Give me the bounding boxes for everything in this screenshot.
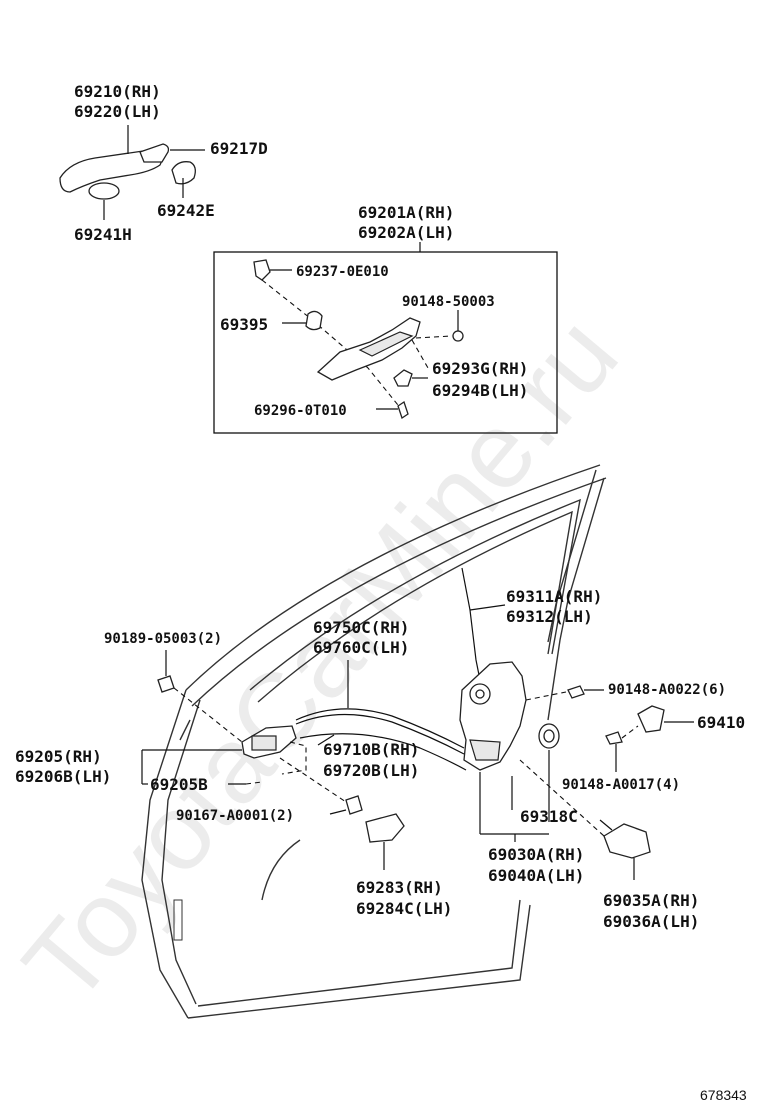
label-69241h: 69241H xyxy=(74,225,132,244)
label-69296: 69296-0T010 xyxy=(254,403,347,419)
label-90148-a0022: 90148-A0022(6) xyxy=(608,682,726,698)
lock-and-cables xyxy=(141,567,694,880)
label-69036a: 69036A(LH) xyxy=(603,912,699,931)
lock-cable-69750c[interactable] xyxy=(295,708,465,749)
screw-90167[interactable] xyxy=(345,795,363,815)
label-69720b: 69720B(LH) xyxy=(323,761,419,780)
label-90189: 90189-05003(2) xyxy=(104,631,222,647)
label-69201a: 69201A(RH) xyxy=(358,203,454,222)
label-69395: 69395 xyxy=(220,315,268,334)
label-69760c: 69760C(LH) xyxy=(313,638,409,657)
label-90167: 90167-A0001(2) xyxy=(176,808,294,824)
bolt-90148-50003[interactable] xyxy=(452,330,464,342)
label-69205b: 69205B xyxy=(150,775,208,794)
handle-cap-69217d[interactable] xyxy=(139,143,170,163)
lock-rod[interactable] xyxy=(461,567,483,691)
label-69293g: 69293G(RH) xyxy=(432,359,528,378)
label-69030a: 69030A(RH) xyxy=(488,845,584,864)
door-striker[interactable] xyxy=(603,823,651,859)
striker-cover-69410[interactable] xyxy=(637,705,665,733)
label-90148-50003: 90148-50003 xyxy=(402,294,495,310)
pad-69293g[interactable] xyxy=(393,369,413,387)
label-69040a: 69040A(LH) xyxy=(488,866,584,885)
diagram-reference-number: 678343 xyxy=(700,1087,747,1103)
label-69410: 69410 xyxy=(697,713,745,732)
frame-assembly-box xyxy=(213,251,558,434)
label-69750c: 69750C(RH) xyxy=(313,618,409,637)
label-90148-a0017: 90148-A0017(4) xyxy=(562,777,680,793)
handle-pad-69241h[interactable] xyxy=(88,182,120,200)
screw-69296[interactable] xyxy=(397,400,409,420)
label-69283: 69283(RH) xyxy=(356,878,443,897)
label-69202a: 69202A(LH) xyxy=(358,223,454,242)
label-69035a: 69035A(RH) xyxy=(603,891,699,910)
label-69311a: 69311A(RH) xyxy=(506,587,602,606)
lock-cable-69710b[interactable] xyxy=(299,733,467,771)
label-69206b: 69206B(LH) xyxy=(15,767,111,786)
label-69312: 69312(LH) xyxy=(506,607,593,626)
label-69210: 69210(RH) xyxy=(74,82,161,101)
label-69710b: 69710B(RH) xyxy=(323,740,419,759)
label-69242e: 69242E xyxy=(157,201,215,220)
handle-pad-69242e[interactable] xyxy=(171,161,196,185)
label-69318c: 69318C xyxy=(520,807,578,826)
lock-cover-69283[interactable] xyxy=(365,813,405,843)
outer-door-handle[interactable] xyxy=(59,148,166,193)
bolt-90148-a0017[interactable] xyxy=(605,731,623,745)
grommet-69395[interactable] xyxy=(305,310,323,331)
door-frame-outline xyxy=(141,464,607,1019)
clip-69237[interactable] xyxy=(253,259,271,281)
bolt-90148-a0022[interactable] xyxy=(567,685,585,699)
frame-assembly-parts xyxy=(253,259,464,420)
label-69220: 69220(LH) xyxy=(74,102,161,121)
label-69284c: 69284C(LH) xyxy=(356,899,452,918)
label-69217d: 69217D xyxy=(210,139,268,158)
outer-handle-group xyxy=(59,125,205,220)
clip-90189[interactable] xyxy=(157,675,175,693)
label-69237: 69237-0E010 xyxy=(296,264,389,280)
label-69294b: 69294B(LH) xyxy=(432,381,528,400)
label-69205: 69205(RH) xyxy=(15,747,102,766)
